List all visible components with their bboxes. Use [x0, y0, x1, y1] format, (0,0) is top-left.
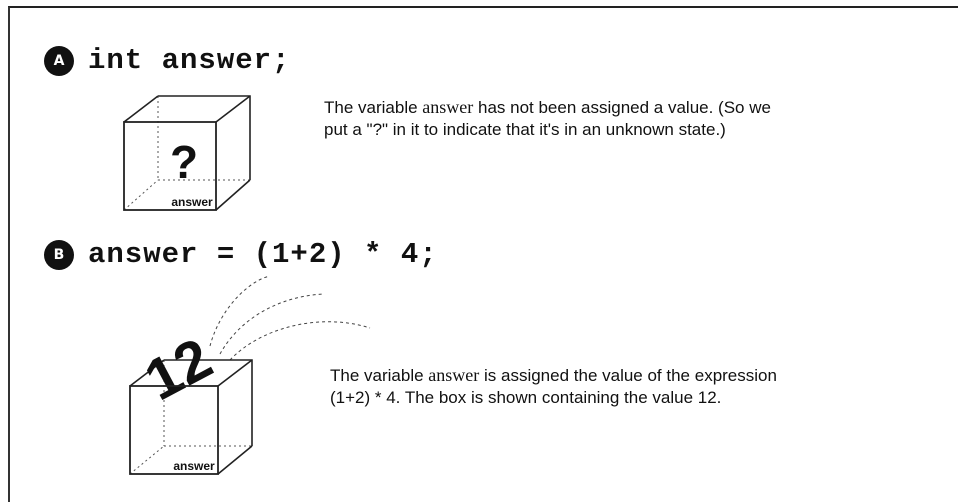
box-label-answer: answer [173, 459, 215, 473]
step-b-description: The variable answer is assigned the valu… [330, 365, 777, 407]
step-b-var-name: answer [428, 365, 480, 385]
step-b-badge: B [44, 239, 74, 270]
assigned-value-glyph: 12 [135, 326, 222, 413]
unknown-value-glyph: ? [170, 136, 198, 188]
variable-box-unassigned: ? answer [123, 95, 251, 211]
step-a-var-name: answer [422, 97, 474, 117]
step-b-header: B answer = (1+2) * 4; [44, 238, 438, 271]
step-a-header: A int answer; [44, 44, 290, 77]
box-label-answer: answer [171, 195, 213, 209]
figure-frame [8, 6, 958, 502]
step-a-code: int answer; [88, 44, 291, 77]
step-a-badge: A [44, 45, 74, 76]
variable-box-assigned: 12 answer [129, 326, 253, 475]
step-b-code: answer = (1+2) * 4; [88, 238, 438, 271]
step-a-description: The variable answer has not been assigne… [324, 97, 771, 139]
motion-lines [209, 275, 371, 361]
